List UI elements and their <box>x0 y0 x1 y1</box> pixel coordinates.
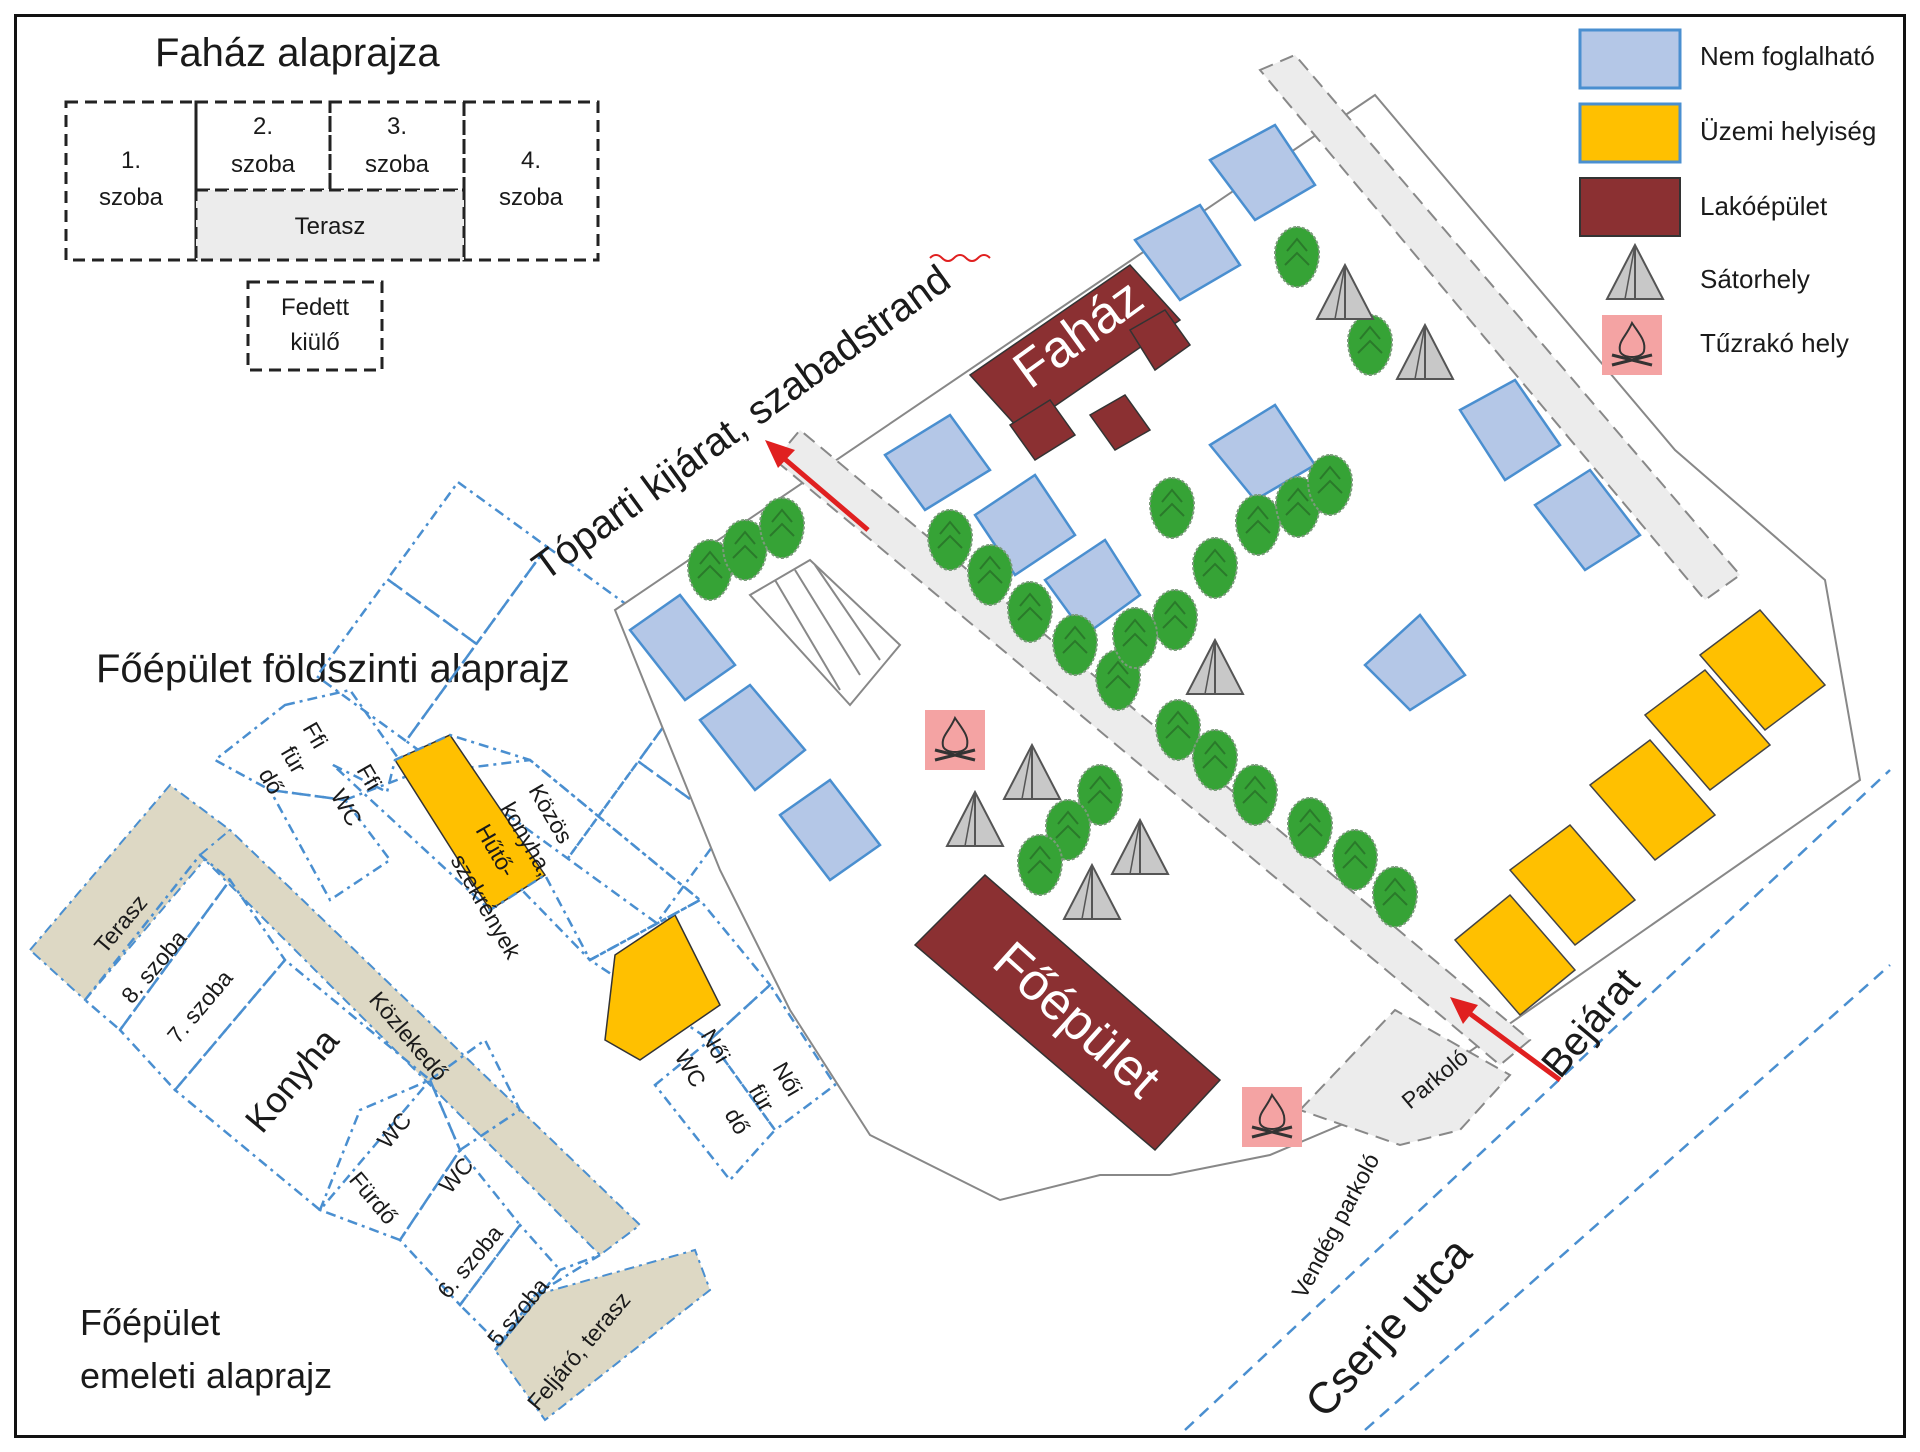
map-frame <box>14 14 1906 1438</box>
ground-women-shower-l3: dő <box>720 1104 755 1139</box>
cabin-covered-seat-line1: Fedett <box>281 294 349 321</box>
cabin-room3-num: 3. <box>387 113 407 140</box>
upper-floor-plan <box>28 783 712 1422</box>
legend: Nem foglalható Üzemi helyiség Lakóépület… <box>1578 28 1876 377</box>
upper-room7-label: 7. szoba <box>162 965 238 1048</box>
campfire-icon <box>923 708 987 772</box>
utility-plots <box>1453 608 1827 1017</box>
spellcheck-underline <box>929 254 991 262</box>
cabin-room4-num: 4. <box>521 147 541 174</box>
cabin-room1-label: szoba <box>99 184 164 211</box>
upper-wc1-label: WC <box>372 1107 417 1153</box>
yellow-plot-swatch <box>1578 102 1682 164</box>
upper-kitchen-label: Konyha <box>237 1020 348 1141</box>
ground-men-wc-l2: WC <box>326 785 368 831</box>
cabin-room2-num: 2. <box>253 113 273 140</box>
cabin-room3-label: szoba <box>365 151 430 178</box>
cabin-covered-seat-line2: kiülő <box>290 329 339 356</box>
blue-plot-swatch <box>1578 28 1682 90</box>
campfire-icon <box>1240 1085 1304 1149</box>
cabin-plan-title: Faház alaprajza <box>155 31 440 75</box>
campfire-icon <box>1600 313 1664 377</box>
entrance-arrow <box>1450 997 1562 1083</box>
upper-wc2-label: WC <box>434 1152 479 1198</box>
tent-icon <box>1606 244 1664 300</box>
legend-label-3: Sátorhely <box>1700 264 1810 294</box>
main-building: Főépület <box>913 873 1222 1152</box>
guest-parking-label: Vendég parkoló <box>1286 1149 1384 1302</box>
ground-plan-title: Főépület földszinti alaprajz <box>96 647 570 691</box>
ground-men-shower-l1: Ffi <box>298 718 333 753</box>
cabin-terrace-label: Terasz <box>295 213 366 240</box>
upper-plan-title-line1: Főépület <box>80 1302 220 1343</box>
cabin-room1-num: 1. <box>121 147 141 174</box>
ground-floor-plan: Főépület földszinti alaprajz <box>96 480 800 925</box>
ground-plan-shapes <box>212 688 837 1182</box>
ground-men-shower-l3: dő <box>254 764 289 799</box>
building-swatch <box>1579 177 1681 237</box>
parking-area <box>1298 1008 1512 1147</box>
legend-label-0: Nem foglalható <box>1700 41 1875 71</box>
cabin-room2-label: szoba <box>231 151 296 178</box>
cabin-room4-label: szoba <box>499 184 564 211</box>
cabin-building: Faház <box>968 264 1192 462</box>
legend-label-4: Tűzrakó hely <box>1700 328 1849 358</box>
campsite-site-map <box>613 53 1891 1431</box>
exit-arrow <box>765 440 870 532</box>
upper-bath-label: Fürdő <box>344 1167 403 1230</box>
legend-label-1: Üzemi helyiség <box>1700 116 1876 146</box>
upper-plan-title-line2: emeleti alaprajz <box>80 1355 332 1396</box>
cabin-floor-plan: Faház alaprajza 1. szoba 2. szoba 3. szo… <box>64 31 600 372</box>
ground-women-shower-l2: für <box>744 1080 780 1117</box>
legend-label-2: Lakóépület <box>1700 191 1828 221</box>
non-bookable-plots <box>628 123 1642 882</box>
